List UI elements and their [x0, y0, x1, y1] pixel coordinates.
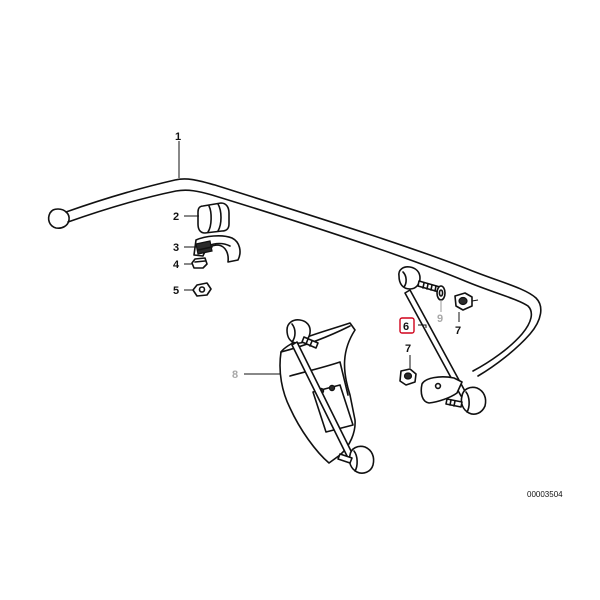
leader-lines	[178, 141, 460, 375]
washer[interactable]	[436, 285, 446, 301]
hex-bolt[interactable]	[191, 257, 208, 269]
bracket[interactable]	[193, 235, 241, 263]
callout-7-upper[interactable]: 7	[455, 325, 461, 337]
callout-8[interactable]: 8	[232, 369, 238, 381]
callouts: 1 2 3 4 5 6 7 7 8 9	[173, 131, 461, 381]
callout-3[interactable]: 3	[173, 242, 179, 254]
document-id: 00003504	[527, 490, 563, 499]
stabilizer-bar[interactable]	[47, 178, 542, 377]
callout-2[interactable]: 2	[173, 211, 179, 223]
rubber-mounting[interactable]	[197, 202, 230, 234]
callout-6[interactable]: 6	[403, 321, 409, 333]
collar-nut-lower[interactable]	[399, 368, 417, 386]
holder-bracket[interactable]	[279, 319, 375, 474]
collar-nut-upper[interactable]	[454, 292, 479, 311]
hex-nut[interactable]	[192, 282, 212, 297]
callout-1[interactable]: 1	[175, 131, 181, 143]
stabilizer-link[interactable]	[398, 266, 487, 415]
callout-4[interactable]: 4	[173, 259, 180, 271]
callout-9[interactable]: 9	[437, 313, 443, 325]
callout-5[interactable]: 5	[173, 285, 179, 297]
highlight-box	[399, 317, 415, 334]
callout-7-lower[interactable]: 7	[405, 343, 411, 355]
